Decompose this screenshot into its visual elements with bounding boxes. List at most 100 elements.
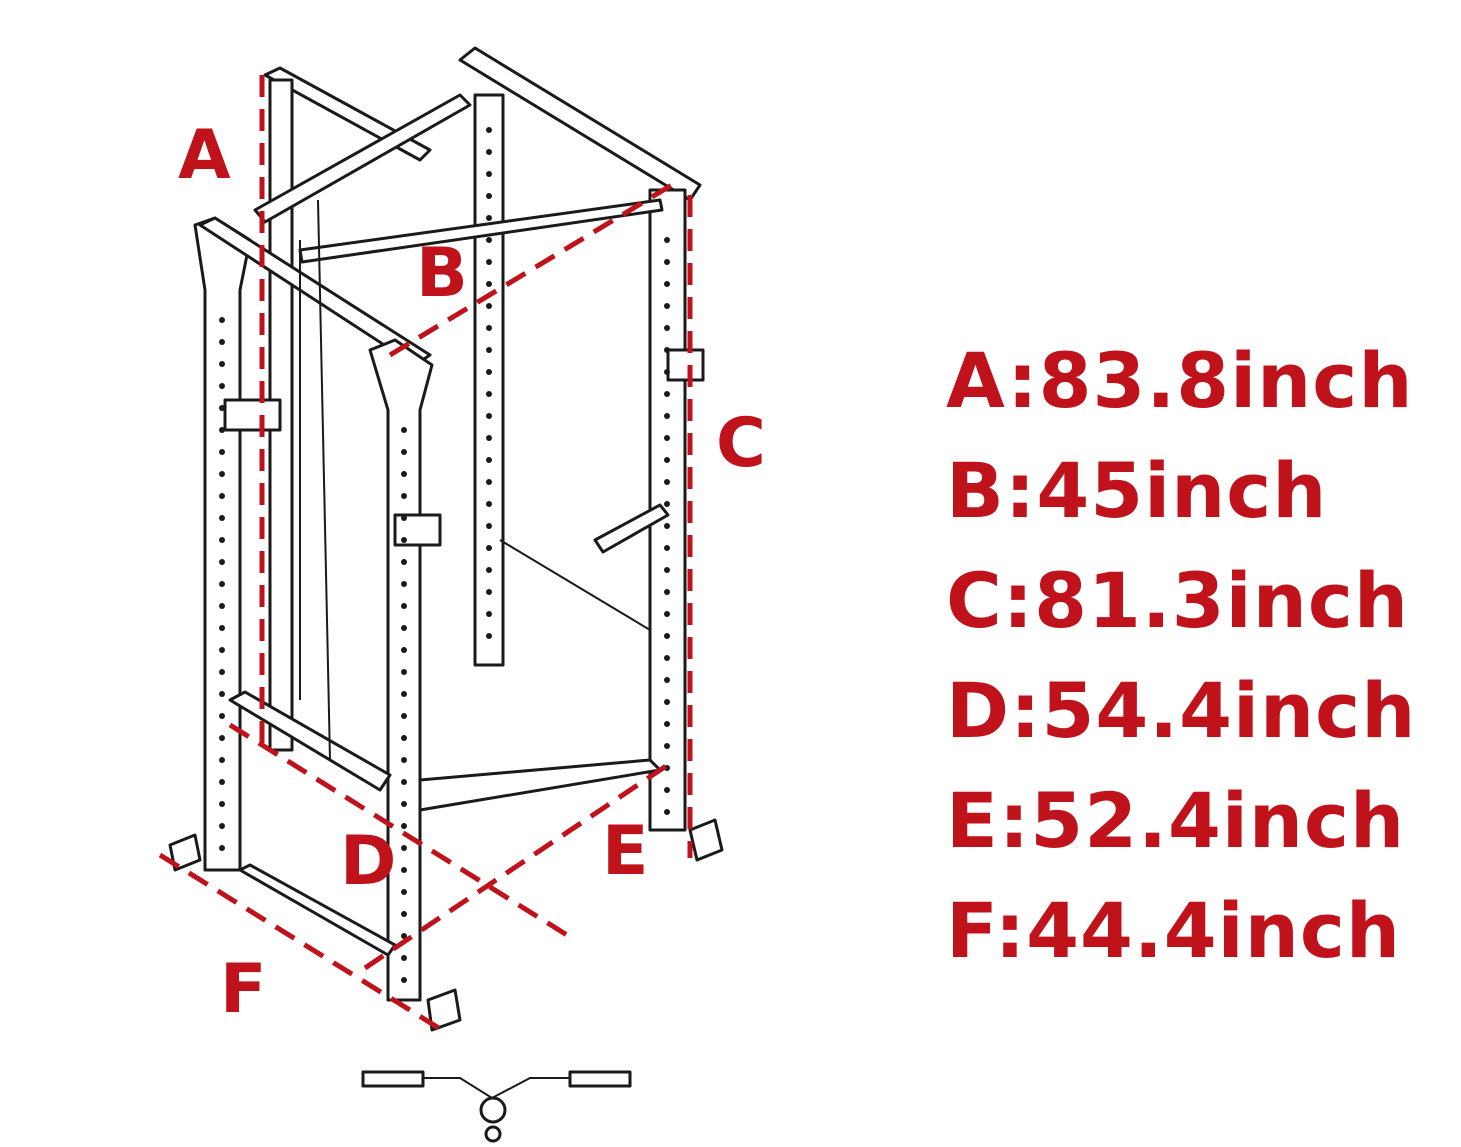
dimension-c: C:81.3inch (946, 556, 1409, 645)
post-hole (219, 537, 225, 543)
post-hole (401, 493, 407, 499)
mid-right-post (473, 93, 505, 667)
post-hole (664, 457, 670, 463)
post-hole (401, 911, 407, 917)
post-hole (219, 713, 225, 719)
post-hole (401, 757, 407, 763)
label-f: F (220, 950, 266, 1029)
post-hole (401, 559, 407, 565)
post-hole (219, 735, 225, 741)
post-hole (401, 889, 407, 895)
t-bar-handle (361, 1070, 632, 1143)
foot-rear-right (688, 818, 724, 862)
label-c: C (716, 404, 766, 483)
post-hole (486, 171, 492, 177)
post-hole (486, 545, 492, 551)
post-hole (401, 779, 407, 785)
post-hole (401, 845, 407, 851)
post-hole (664, 721, 670, 727)
post-hole (664, 259, 670, 265)
post-hole (219, 449, 225, 455)
post-hole (401, 603, 407, 609)
j-hook-left (223, 398, 282, 432)
post-hole (401, 669, 407, 675)
post-hole (401, 581, 407, 587)
label-b: B (416, 234, 468, 313)
post-hole (486, 149, 492, 155)
label-e: E (602, 812, 648, 891)
post-hole (664, 809, 670, 815)
front-top-beam (198, 216, 432, 367)
post-hole (401, 647, 407, 653)
post-hole (486, 369, 492, 375)
post-hole (486, 127, 492, 133)
post-hole (486, 193, 492, 199)
front-right-post (368, 338, 434, 1002)
post-hole (219, 515, 225, 521)
dimension-letters: A B C D E F (178, 116, 766, 1029)
post-hole (401, 801, 407, 807)
post-hole (486, 501, 492, 507)
label-a: A (178, 116, 231, 195)
bottom-side-beam (418, 758, 662, 812)
post-hole (219, 383, 225, 389)
post-hole (664, 303, 670, 309)
dimension-d: D:54.4inch (946, 666, 1417, 755)
post-hole (219, 339, 225, 345)
post-hole (401, 713, 407, 719)
post-hole (219, 757, 225, 763)
post-hole (486, 303, 492, 309)
post-hole (401, 471, 407, 477)
bottom-rear-beam (228, 690, 392, 792)
front-left-post (193, 216, 252, 872)
post-hole (486, 259, 492, 265)
post-hole (664, 347, 670, 353)
post-hole (219, 845, 225, 851)
post-hole (401, 537, 407, 543)
dip-handle (593, 503, 670, 554)
post-hole (219, 581, 225, 587)
post-hole (401, 449, 407, 455)
post-hole (219, 801, 225, 807)
post-hole (664, 523, 670, 529)
post-hole (219, 669, 225, 675)
post-hole (401, 933, 407, 939)
post-hole (664, 567, 670, 573)
dimension-b: B:45inch (946, 446, 1328, 535)
post-hole (401, 515, 407, 521)
post-hole (219, 471, 225, 477)
post-hole (486, 457, 492, 463)
dimension-list: A:83.8inch B:45inch C:81.3inch D:54.4inc… (946, 326, 1416, 986)
dimension-a: A:83.8inch (946, 336, 1414, 425)
post-hole (664, 633, 670, 639)
dimension-e: E:52.4inch (946, 776, 1406, 865)
post-hole (664, 391, 670, 397)
j-hook-rear (666, 348, 705, 382)
post-hole (664, 743, 670, 749)
post-hole (486, 281, 492, 287)
post-hole (219, 779, 225, 785)
post-hole (401, 955, 407, 961)
post-hole (486, 479, 492, 485)
post-hole (486, 589, 492, 595)
post-hole (219, 691, 225, 697)
dimension-f: F:44.4inch (946, 886, 1401, 975)
post-hole (486, 237, 492, 243)
post-hole (219, 823, 225, 829)
post-hole (664, 611, 670, 617)
post-hole (664, 325, 670, 331)
post-hole (664, 501, 670, 507)
label-d: D (340, 822, 396, 901)
foot-front-right (426, 988, 462, 1032)
post-hole (486, 633, 492, 639)
post-hole (486, 391, 492, 397)
post-hole (664, 413, 670, 419)
post-hole (486, 413, 492, 419)
post-hole (664, 435, 670, 441)
post-hole (219, 559, 225, 565)
post-hole (219, 493, 225, 499)
post-hole (219, 405, 225, 411)
post-hole (219, 647, 225, 653)
post-hole (219, 427, 225, 433)
